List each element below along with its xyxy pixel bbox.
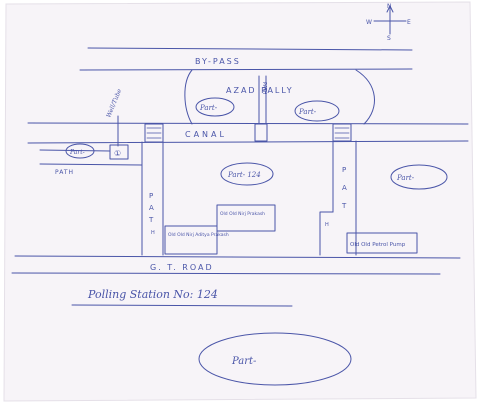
- part-f-area: Part-: [198, 332, 352, 386]
- path-left-label: PATH: [55, 169, 74, 176]
- compass-s: S: [387, 35, 391, 42]
- petrol-pump-label: Old Old Petrol Pump: [350, 242, 406, 248]
- shop-mid: Old Old Nirj Prakash: [216, 204, 276, 232]
- path-vl-p: P: [149, 192, 153, 200]
- station-label: Polling Station No: 124: [87, 288, 218, 301]
- polling-station-title: Polling Station No: 124: [71, 288, 293, 307]
- part-e-label: Part-: [396, 174, 415, 182]
- path-vr-p: P: [342, 166, 346, 174]
- path-vr-a: A: [342, 184, 347, 192]
- path-left: Part- PATH: [39, 143, 143, 176]
- canal: CANAL: [27, 122, 469, 144]
- part-b-area: Part-: [294, 100, 340, 122]
- gt-road: G. T. ROAD: [11, 255, 461, 275]
- bypass-label: BY-PASS: [195, 57, 241, 66]
- canal-bridge-mid: [254, 123, 268, 142]
- canal-bridge-right: [332, 123, 352, 142]
- shop-left: Old Old Nirj Aditya Prakash: [164, 225, 229, 255]
- part-a-area: Part-: [195, 97, 235, 117]
- part-d-label: Part- 124: [227, 171, 261, 179]
- path-vertical-right: P A T H: [319, 140, 357, 256]
- part-b-label: Part-: [298, 108, 317, 116]
- canal-label: CANAL: [185, 130, 227, 139]
- azad-pally-area: AZAD PALLY PATH: [184, 69, 375, 125]
- path-small-label: PATH: [261, 82, 267, 95]
- canal-bridge-left: [144, 123, 164, 143]
- path-vl-h: H: [151, 230, 155, 236]
- paper-sheet: [3, 1, 477, 402]
- part-d-area: Part- 124: [220, 162, 274, 186]
- petrol-pump: Old Old Petrol Pump: [346, 232, 418, 254]
- path-vr-h: H: [325, 222, 329, 228]
- azad-pally-label: AZAD PALLY: [226, 86, 294, 95]
- compass-w: W: [366, 19, 372, 26]
- part-a-label: Part-: [199, 104, 218, 112]
- path-vr-t: T: [341, 202, 347, 210]
- compass-rose: N E W S: [366, 3, 411, 42]
- part-c-label: Part-: [69, 149, 85, 156]
- shop-mid-label: Old Old Nirj Prakash: [220, 211, 265, 217]
- compass-n: N: [387, 3, 392, 10]
- shop-left-label: Old Old Nirj Aditya Prakash: [168, 232, 229, 238]
- gt-road-label: G. T. ROAD: [150, 263, 214, 272]
- part-e-area: Part-: [390, 164, 448, 190]
- marker-1: ①: [114, 149, 121, 158]
- part-f-label: Part-: [231, 356, 257, 367]
- compass-e: E: [407, 19, 411, 26]
- path-vl-t: T: [148, 216, 154, 224]
- path-vertical-left: P A T H: [141, 141, 164, 256]
- bypass-road: BY-PASS: [79, 47, 413, 71]
- path-vl-a: A: [149, 204, 154, 212]
